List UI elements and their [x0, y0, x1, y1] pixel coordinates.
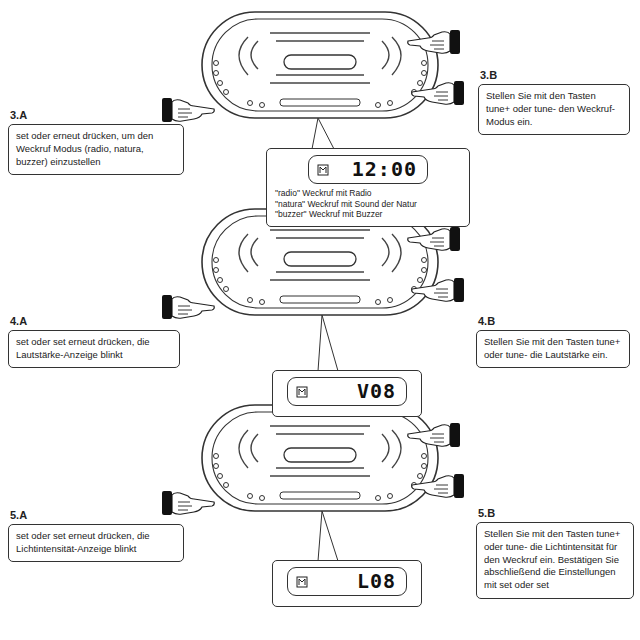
callout-box: 5.Aset oder set erneut drücken, die Lich…	[8, 524, 184, 562]
lcd-readout: 12:00	[352, 157, 417, 182]
alarm-icon	[317, 164, 329, 176]
lcd-display: V08	[287, 377, 407, 406]
instruction-text: Stellen Sie mit den Tasten tune+ oder tu…	[486, 90, 622, 128]
instruction-text: Stellen Sie mit den Tasten tune+ oder tu…	[484, 528, 626, 592]
alarm-icon	[296, 576, 308, 588]
mode-description: "buzzer" Weckruf mit Buzzer	[275, 209, 461, 220]
instruction-text: set oder set erneut drücken, die Lichtin…	[16, 530, 176, 556]
lcd-display: L08	[287, 567, 407, 596]
instruction-text: set oder set erneut drücken, die Lautstä…	[16, 336, 172, 362]
lcd-readout: V08	[357, 379, 396, 404]
lcd-readout: L08	[357, 569, 396, 594]
display-box: 12:00 "radio" Weckruf mit Radio"natura" W…	[266, 148, 470, 227]
step-number: 3.A	[10, 108, 27, 123]
callout-box: 5.BStellen Sie mit den Tasten tune+ oder…	[476, 522, 634, 599]
callout-box: 4.BStellen Sie mit den Tasten tune+ oder…	[476, 330, 630, 368]
callout-box: 4.Aset oder set erneut drücken, die Laut…	[8, 330, 180, 368]
callout-box: 3.BStellen Sie mit den Tasten tune+ oder…	[478, 84, 630, 135]
display-box: L08	[272, 560, 422, 607]
mode-description: "natura" Weckruf mit Sound der Natur	[275, 199, 461, 210]
lcd-display: 12:00	[308, 155, 428, 184]
alarm-icon	[296, 386, 308, 398]
step-number: 4.B	[478, 314, 495, 329]
mode-description: "radio" Weckruf mit Radio	[275, 188, 461, 199]
instruction-text: Stellen Sie mit den Tasten tune+ oder tu…	[484, 336, 622, 362]
instruction-text: set oder erneut drücken, um den Weckruf …	[16, 130, 176, 168]
step-number: 3.B	[480, 68, 497, 83]
callout-box: 3.Aset oder erneut drücken, um den Weckr…	[8, 124, 184, 175]
step-number: 4.A	[10, 314, 27, 329]
step-number: 5.B	[478, 506, 495, 521]
step-number: 5.A	[10, 508, 27, 523]
display-box: V08	[272, 370, 422, 417]
